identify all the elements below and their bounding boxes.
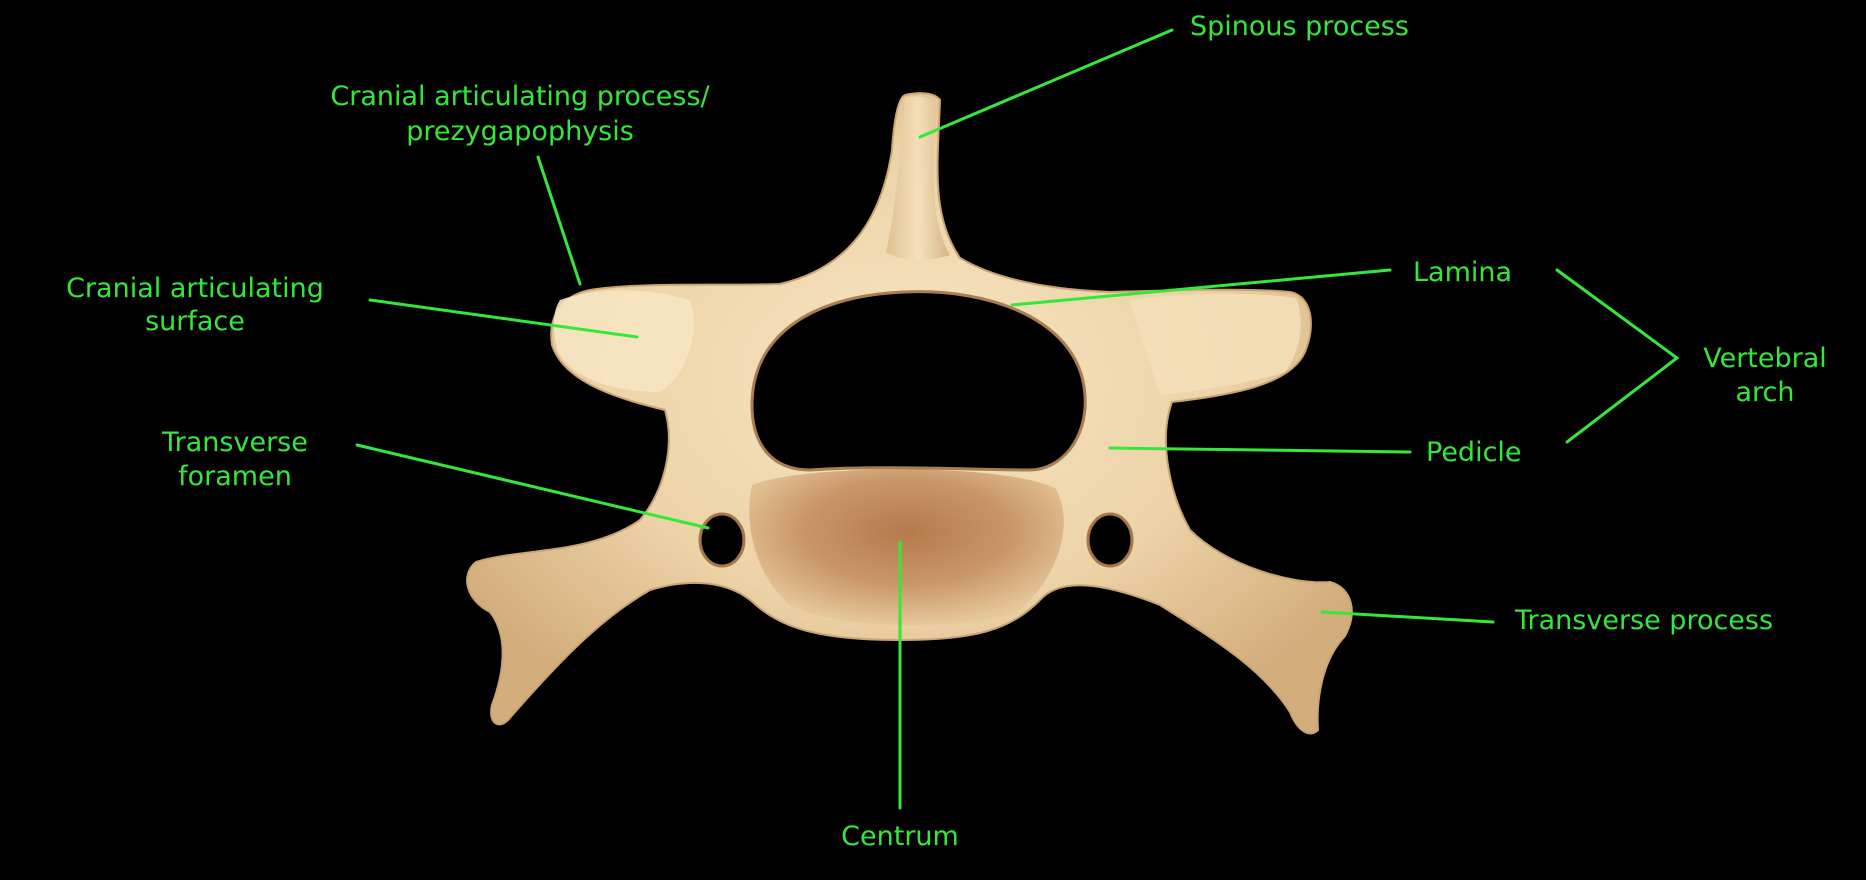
label-pedicle: Pedicle: [1426, 434, 1522, 472]
leader-cranial-articulating-process: [538, 157, 580, 284]
label-cranial-articulating-process-line-2: prezygapophysis: [290, 113, 750, 151]
vertebral-arch-bracket: [1557, 270, 1677, 442]
cranial-articulating-surface-shape: [554, 290, 694, 392]
leader-spinous-process: [920, 30, 1172, 137]
label-spinous-process: Spinous process: [1190, 8, 1409, 46]
label-vertebral-arch-line-1: Vertebral: [1690, 340, 1840, 378]
centrum-shape: [749, 469, 1064, 625]
leader-transverse-foramen: [357, 445, 708, 528]
label-cranial-articulating-surface-line-2: surface: [20, 303, 370, 341]
label-cranial-articulating-process-line-1: Cranial articulating process/: [290, 78, 750, 116]
right-transverse-foramen: [1088, 514, 1132, 566]
left-transverse-foramen: [700, 514, 744, 566]
label-transverse-process: Transverse process: [1515, 602, 1773, 640]
label-vertebral-arch-line-2: arch: [1690, 374, 1840, 412]
label-lamina: Lamina: [1413, 254, 1512, 292]
vertebral-foramen: [752, 292, 1085, 470]
label-transverse-foramen-line-2: foramen: [130, 458, 340, 496]
label-centrum: Centrum: [800, 818, 1000, 856]
label-transverse-foramen-line-1: Transverse: [130, 424, 340, 462]
